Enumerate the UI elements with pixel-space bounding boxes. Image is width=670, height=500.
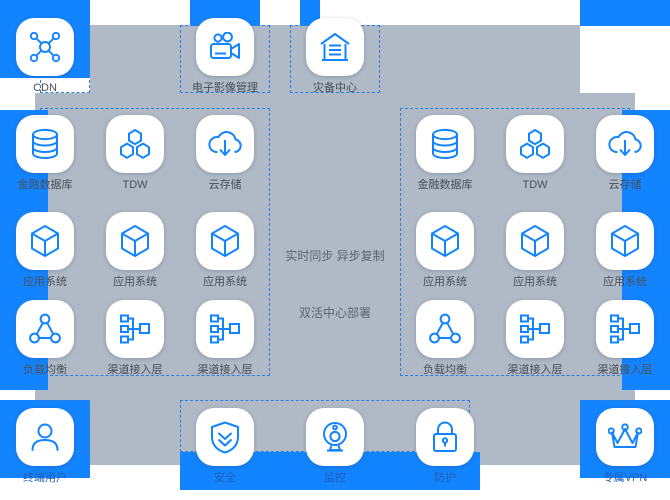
shield-check-icon[interactable] [196,408,254,466]
centre-deploy-label: 双活中心部署 [298,306,371,320]
node-r-app1[interactable]: 应用系统 [400,212,490,289]
node-label: 渠道接入层 [197,364,253,376]
node-label: 金融数据库 [17,179,73,191]
node-dr[interactable]: 灾备中心 [290,18,380,95]
node-b-sec[interactable]: 安全 [180,408,270,485]
node-label: 应用系统 [513,276,557,288]
node-label: 防护 [434,472,456,484]
node-r-ch2[interactable]: 渠道接入层 [580,300,670,377]
database-icon[interactable] [16,115,74,173]
cube-icon[interactable] [106,212,164,270]
node-r-app2[interactable]: 应用系统 [490,212,580,289]
node-r-ch1[interactable]: 渠道接入层 [490,300,580,377]
tree-topology-icon[interactable] [196,300,254,358]
node-label: CDN [33,82,57,94]
node-r-cos[interactable]: 云存储 [580,115,670,192]
node-r-db[interactable]: 金融数据库 [400,115,490,192]
node-b-pro[interactable]: 防护 [400,408,490,485]
node-b-mon[interactable]: 监控 [290,408,380,485]
node-l-ch2[interactable]: 渠道接入层 [180,300,270,377]
cube-icon[interactable] [16,212,74,270]
cube-icon[interactable] [416,212,474,270]
cube-icon[interactable] [506,212,564,270]
tree-topology-icon[interactable] [596,300,654,358]
node-label: 云存储 [608,179,642,191]
node-l-app2[interactable]: 应用系统 [90,212,180,289]
load-balancer-icon[interactable] [416,300,474,358]
node-label: 灾备中心 [313,82,357,94]
load-balancer-icon[interactable] [16,300,74,358]
node-eim[interactable]: 电子影像管理 [180,18,270,95]
node-l-app3[interactable]: 应用系统 [180,212,270,289]
node-label: 专属VPN [602,472,648,484]
node-label: TDW [122,179,148,191]
node-r-app3[interactable]: 应用系统 [580,212,670,289]
node-cdn[interactable]: CDN [0,18,90,95]
warehouse-icon[interactable] [306,18,364,76]
accent-band-top4 [580,0,670,26]
node-b-user[interactable]: 终端用户 [0,408,90,485]
cube-icon[interactable] [596,212,654,270]
node-l-db[interactable]: 金融数据库 [0,115,90,192]
crown-icon[interactable] [596,408,654,466]
centre-sync-label: 实时同步 异步复制 [285,249,385,263]
node-label: 渠道接入层 [507,364,563,376]
hexagon-cluster-icon[interactable] [106,115,164,173]
monitor-eye-icon[interactable] [306,408,364,466]
node-l-ch1[interactable]: 渠道接入层 [90,300,180,377]
tree-topology-icon[interactable] [106,300,164,358]
node-label: 应用系统 [203,276,247,288]
cdn-icon[interactable] [16,18,74,76]
cloud-download-icon[interactable] [196,115,254,173]
node-label: 应用系统 [23,276,67,288]
node-label: 金融数据库 [417,179,473,191]
node-l-cos[interactable]: 云存储 [180,115,270,192]
node-label: 云存储 [208,179,242,191]
node-label: 应用系统 [423,276,467,288]
node-label: 安全 [214,472,236,484]
video-camera-icon[interactable] [196,18,254,76]
node-label: 负载均衡 [23,364,67,376]
database-icon[interactable] [416,115,474,173]
node-label: 电子影像管理 [192,82,258,94]
cloud-download-icon[interactable] [596,115,654,173]
node-l-tdw[interactable]: TDW [90,115,180,192]
node-label: 应用系统 [603,276,647,288]
node-r-lb[interactable]: 负载均衡 [400,300,490,377]
hexagon-cluster-icon[interactable] [506,115,564,173]
node-label: TDW [522,179,548,191]
node-l-app1[interactable]: 应用系统 [0,212,90,289]
user-icon[interactable] [16,408,74,466]
lock-icon[interactable] [416,408,474,466]
node-label: 终端用户 [23,472,67,484]
node-label: 渠道接入层 [107,364,163,376]
node-label: 渠道接入层 [597,364,653,376]
node-r-tdw[interactable]: TDW [490,115,580,192]
node-b-vpn[interactable]: 专属VPN [580,408,670,485]
node-label: 负载均衡 [423,364,467,376]
node-l-lb[interactable]: 负载均衡 [0,300,90,377]
node-label: 监控 [324,472,346,484]
node-label: 应用系统 [113,276,157,288]
cube-icon[interactable] [196,212,254,270]
tree-topology-icon[interactable] [506,300,564,358]
